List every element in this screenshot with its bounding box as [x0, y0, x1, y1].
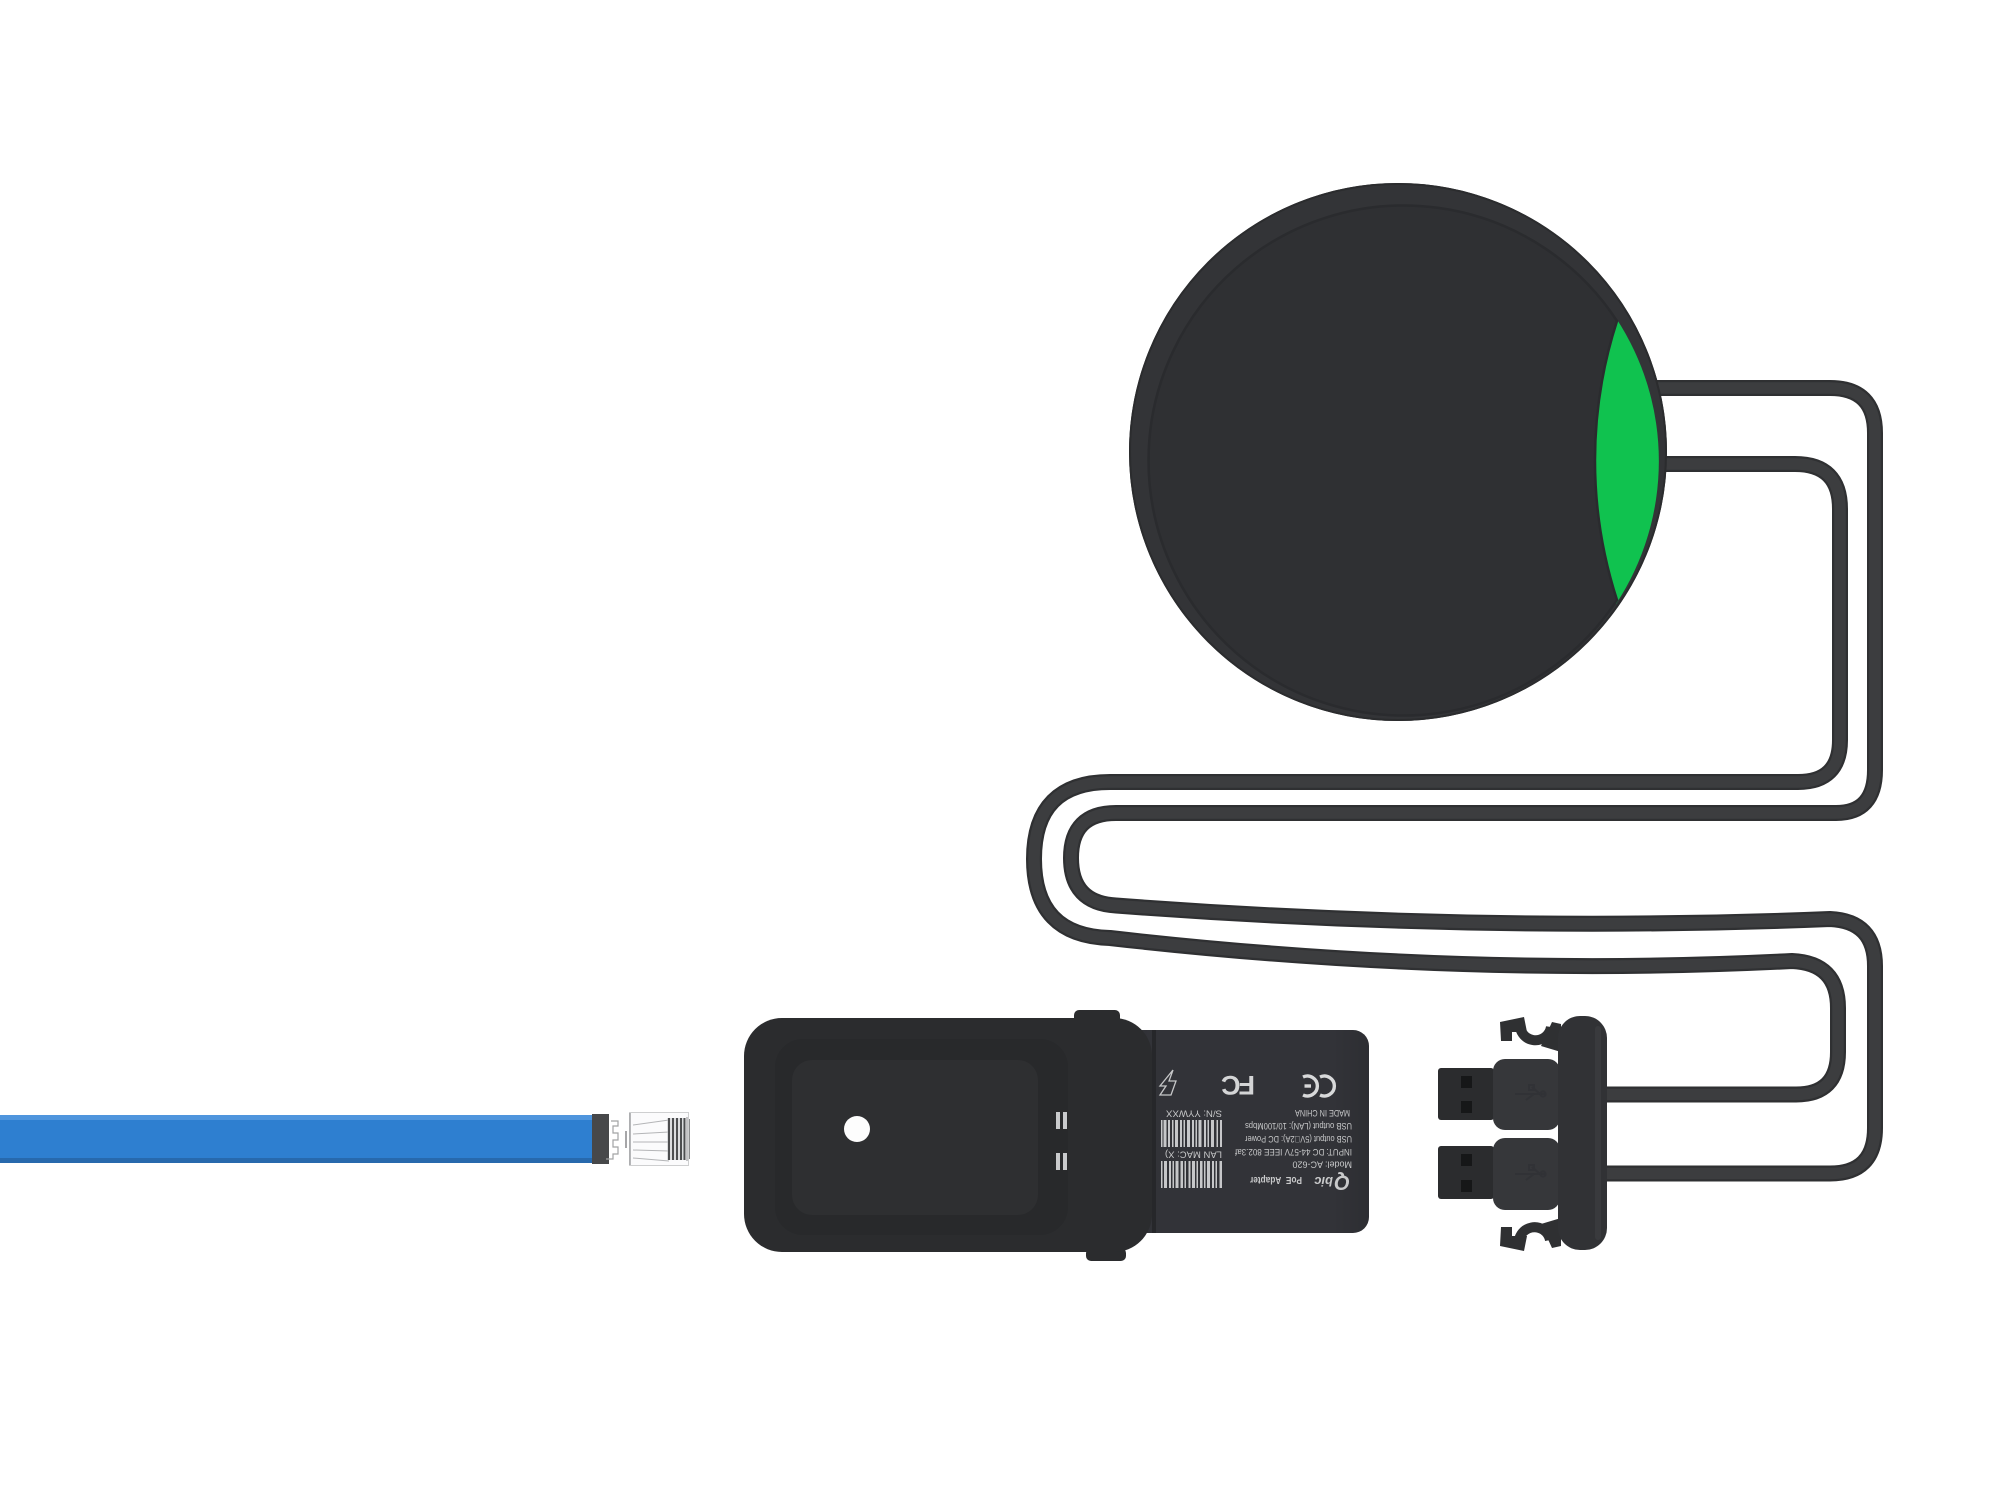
svg-text:MADE IN CHINA: MADE IN CHINA	[1295, 1108, 1350, 1118]
svg-text:LAN MAC: X): LAN MAC: X)	[1165, 1150, 1222, 1160]
svg-text:FC: FC	[1222, 1070, 1255, 1100]
svg-text:Model: AC-620: Model: AC-620	[1292, 1160, 1352, 1170]
svg-text:bic: bic	[1313, 1174, 1333, 1189]
svg-text:USB output (5V⃞2A): DC Power: USB output (5V⃞2A): DC Power	[1245, 1134, 1352, 1144]
svg-text:S/N: YYWXX: S/N: YYWXX	[1166, 1109, 1222, 1119]
svg-text:PoE Adapter: PoE Adapter	[1250, 1174, 1302, 1186]
svg-text:USB output (LAN): 10/100Mbps: USB output (LAN): 10/100Mbps	[1245, 1121, 1352, 1131]
svg-text:Q: Q	[1334, 1171, 1350, 1193]
svg-text:INPUT: DC 44-57V IEEE 802.3a: INPUT: DC 44-57V IEEE 802.3af	[1235, 1147, 1352, 1157]
